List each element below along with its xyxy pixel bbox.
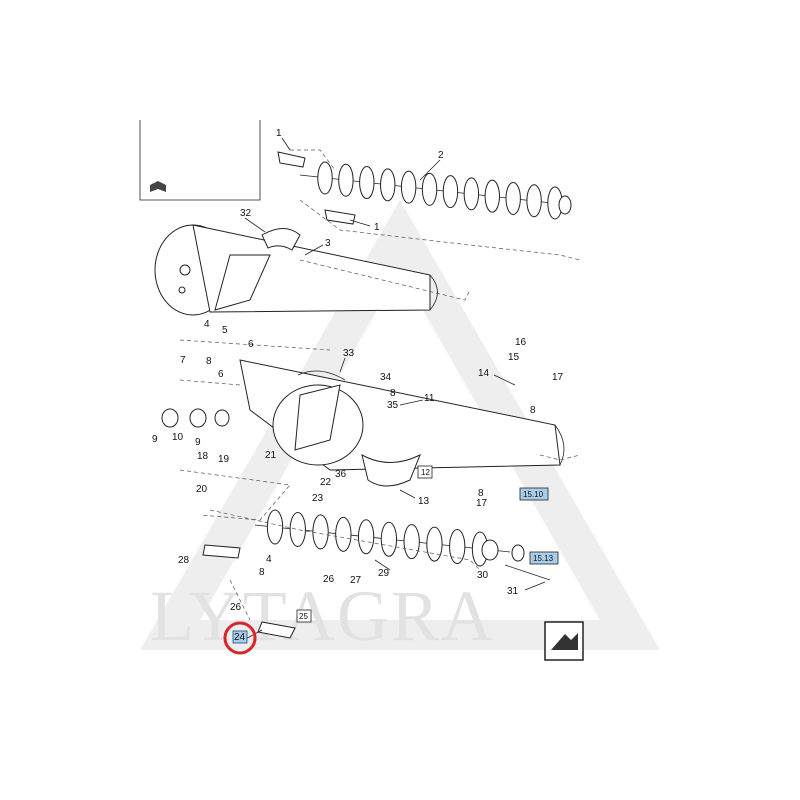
callout-26[interactable]: 26: [323, 574, 335, 585]
callout-9[interactable]: 9: [195, 437, 201, 448]
ref-15-13-label: 15.13: [533, 554, 554, 563]
upper-tube-housing: [154, 224, 438, 316]
callout-23[interactable]: 23: [312, 493, 324, 504]
callout-8[interactable]: 8: [206, 356, 212, 367]
auger-flight: [312, 514, 329, 550]
callout-1[interactable]: 1: [276, 128, 282, 139]
callout-33[interactable]: 33: [343, 348, 355, 359]
callout-18[interactable]: 18: [197, 451, 209, 462]
auger-flight: [289, 511, 306, 547]
auger-flight: [400, 170, 417, 204]
watermark-text: LYTAGRA: [150, 576, 495, 656]
auger-flight: [359, 166, 375, 200]
bushings: [161, 408, 230, 428]
callout-20[interactable]: 20: [196, 484, 208, 495]
auger-flight: [442, 175, 459, 209]
manual-box: [139, 120, 261, 201]
callout-19[interactable]: 19: [218, 454, 230, 465]
callout-31[interactable]: 31: [507, 586, 519, 597]
callout-8[interactable]: 8: [259, 567, 265, 578]
ref-box-15-10[interactable]: 15.10: [519, 487, 549, 501]
auger-flight: [317, 161, 333, 195]
callout-26[interactable]: 26: [230, 602, 242, 613]
highlight-24-label: 24: [234, 632, 246, 643]
callout-7[interactable]: 7: [180, 355, 186, 366]
callout-21[interactable]: 21: [265, 450, 277, 461]
auger-flight: [463, 177, 480, 211]
auger-flight: [426, 526, 443, 562]
callout-32[interactable]: 32: [240, 208, 252, 219]
callout-8[interactable]: 8: [530, 405, 536, 416]
auger-flight: [526, 184, 542, 218]
trough-12: [361, 453, 421, 487]
callout-6[interactable]: 6: [218, 369, 224, 380]
callout-8[interactable]: 8: [390, 388, 396, 399]
lower-tube-housing: [239, 359, 565, 471]
callout-29[interactable]: 29: [378, 568, 390, 579]
guide-lines: [179, 149, 581, 621]
auger-flight: [338, 163, 354, 197]
callout-17[interactable]: 17: [476, 498, 488, 509]
callout-36[interactable]: 36: [335, 469, 347, 480]
plate-24: [257, 621, 296, 639]
strap-33: [297, 370, 346, 381]
callout-15[interactable]: 15: [508, 352, 520, 363]
callout-34[interactable]: 34: [380, 372, 392, 383]
callout-1[interactable]: 1: [374, 222, 380, 233]
callout-11[interactable]: 11: [424, 393, 435, 404]
auger-flight: [357, 519, 375, 555]
direction-arrow-icon: [544, 621, 584, 661]
plate-28: [202, 544, 241, 559]
bracket-1-bottom: [324, 209, 356, 225]
callout-6[interactable]: 6: [248, 339, 254, 350]
auger-flight: [421, 172, 438, 206]
curved-plate-32: [261, 228, 301, 251]
auger-flight: [266, 509, 284, 545]
ref-15-10-label: 15.10: [523, 490, 544, 499]
callout-17[interactable]: 17: [552, 372, 564, 383]
callout-22[interactable]: 22: [320, 477, 332, 488]
callout-27[interactable]: 27: [350, 575, 362, 586]
callout-4[interactable]: 4: [266, 554, 272, 565]
callout-16[interactable]: 16: [515, 337, 527, 348]
bracket-1-top: [277, 151, 306, 168]
callout-10[interactable]: 10: [172, 432, 184, 443]
auger-flight: [335, 516, 352, 552]
lower-auger: [254, 509, 551, 581]
callout-9[interactable]: 9: [152, 434, 158, 445]
callout-35[interactable]: 35: [387, 400, 399, 411]
callout-30[interactable]: 30: [477, 570, 489, 581]
callout-28[interactable]: 28: [178, 555, 190, 566]
book-icon: [150, 181, 166, 192]
callout-8[interactable]: 8: [478, 488, 484, 499]
ref-box-25[interactable]: 25: [296, 609, 312, 623]
auger-flight: [403, 524, 420, 560]
callout-2[interactable]: 2: [438, 150, 444, 161]
auger-flight: [505, 181, 521, 215]
auger-flight: [484, 179, 500, 213]
callout-4[interactable]: 4: [204, 319, 210, 330]
callout-3[interactable]: 3: [325, 238, 331, 249]
ref-box-15-13[interactable]: 15.13: [529, 551, 559, 565]
ref-25-label: 25: [299, 612, 308, 621]
ref-box-12[interactable]: 12: [417, 465, 433, 479]
auger-flight: [380, 168, 396, 202]
highlight-24[interactable]: 24: [223, 621, 257, 655]
auger-flight: [449, 529, 466, 565]
callout-14[interactable]: 14: [478, 368, 490, 379]
callout-5[interactable]: 5: [222, 325, 228, 336]
auger-flight: [380, 521, 398, 557]
upper-auger: [299, 161, 572, 220]
ref-12-label: 12: [421, 468, 430, 477]
leader-lines: [239, 137, 546, 643]
callout-13[interactable]: 13: [418, 496, 430, 507]
